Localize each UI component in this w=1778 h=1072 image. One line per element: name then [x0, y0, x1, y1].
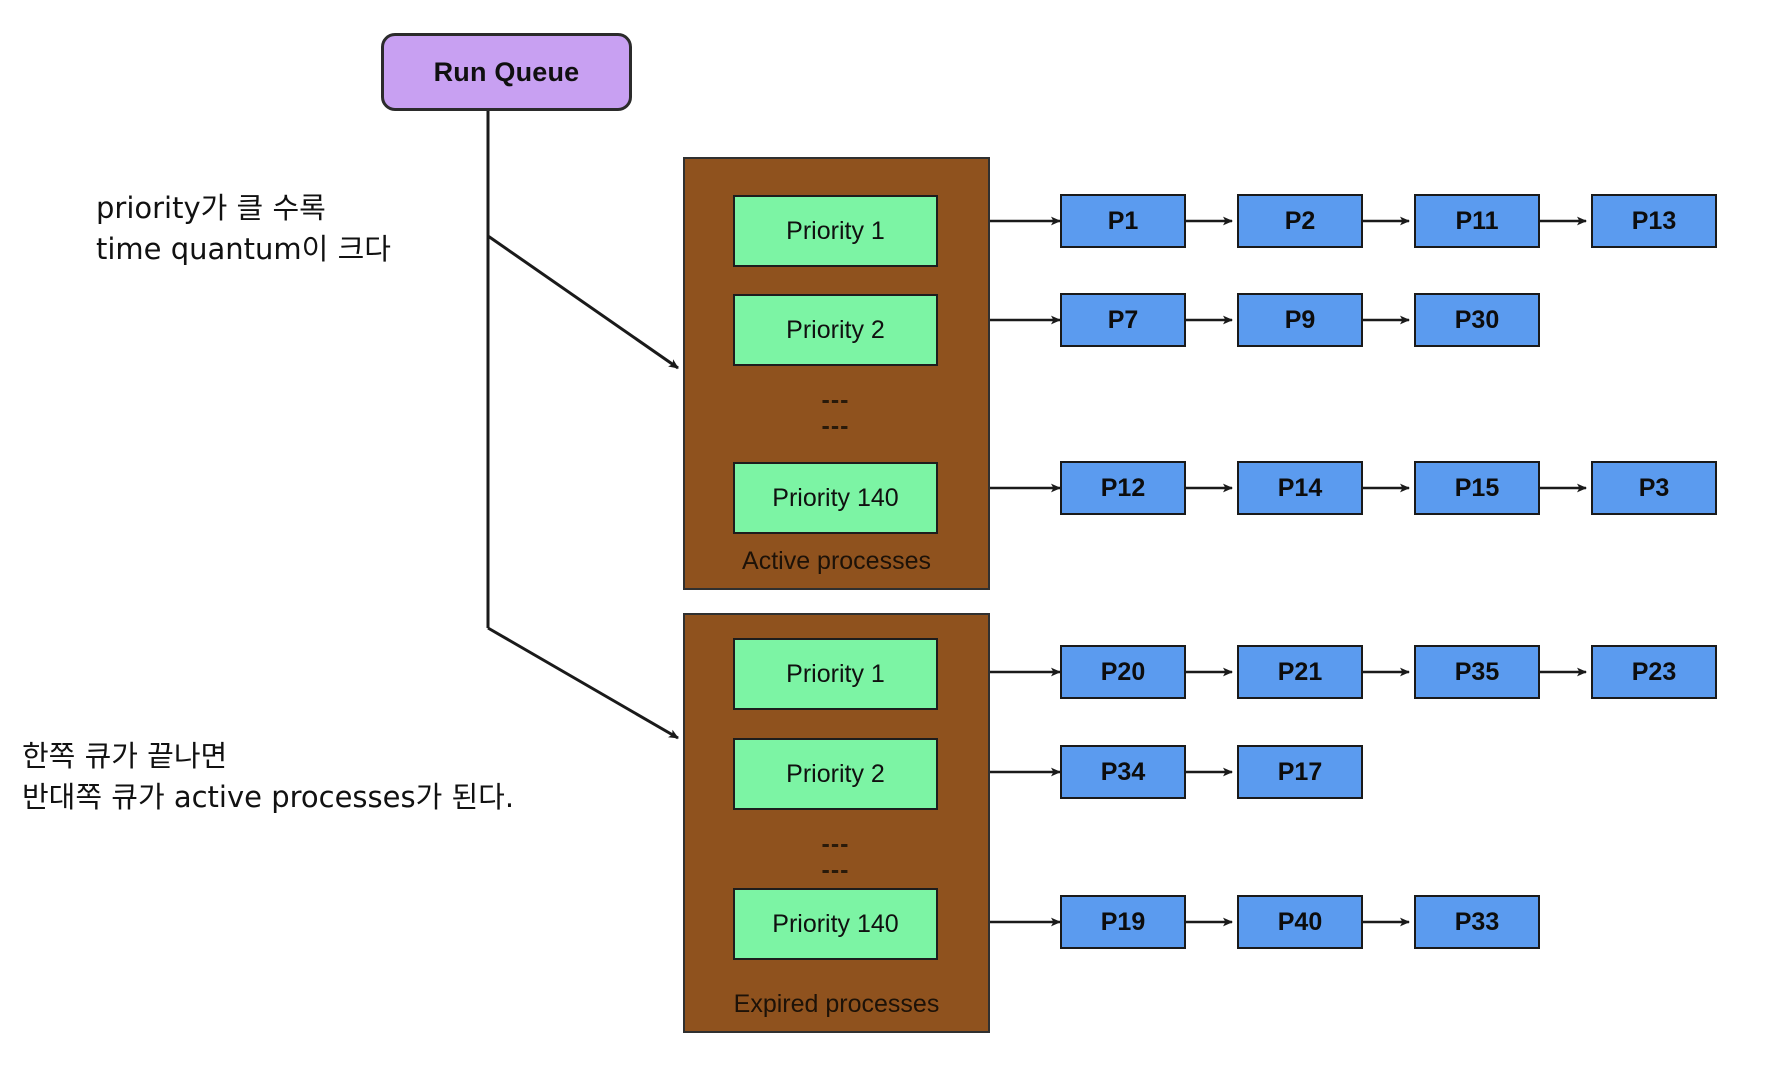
active-processes-caption: Active processes [742, 547, 931, 575]
process-box[interactable]: P2 [1237, 194, 1363, 248]
process-box[interactable]: P40 [1237, 895, 1363, 949]
queue-swap-note: 한쪽 큐가 끝나면 반대쪽 큐가 active processes가 된다. [22, 739, 515, 815]
priority-box-active-140[interactable]: Priority 140 [733, 462, 938, 534]
priority-time-quantum-note: priority가 클 수록 time quantum이 크다 [96, 191, 391, 267]
process-box[interactable]: P34 [1060, 745, 1186, 799]
process-box[interactable]: P11 [1414, 194, 1540, 248]
expired-processes-caption: Expired processes [733, 990, 940, 1018]
priority-ellipsis-expired: ------ [821, 830, 850, 885]
process-box[interactable]: P21 [1237, 645, 1363, 699]
process-box[interactable]: P9 [1237, 293, 1363, 347]
priority-box-active-2[interactable]: Priority 2 [733, 294, 938, 366]
process-box[interactable]: P33 [1414, 895, 1540, 949]
process-box[interactable]: P13 [1591, 194, 1717, 248]
process-box[interactable]: P15 [1414, 461, 1540, 515]
priority-box-expired-140[interactable]: Priority 140 [733, 888, 938, 960]
priority-ellipsis-active: ------ [821, 386, 850, 441]
process-box[interactable]: P19 [1060, 895, 1186, 949]
active-processes-container: Priority 1 Priority 2 ------ Priority 14… [683, 157, 990, 590]
process-box[interactable]: P12 [1060, 461, 1186, 515]
process-box[interactable]: P7 [1060, 293, 1186, 347]
process-box[interactable]: P17 [1237, 745, 1363, 799]
runqueue-to-active-arrow [487, 234, 679, 370]
process-box[interactable]: P3 [1591, 461, 1717, 515]
run-queue-label: Run Queue [433, 56, 580, 87]
process-box[interactable]: P30 [1414, 293, 1540, 347]
run-queue-node[interactable]: Run Queue [381, 33, 632, 111]
process-box[interactable]: P20 [1060, 645, 1186, 699]
process-box[interactable]: P14 [1237, 461, 1363, 515]
process-box[interactable]: P35 [1414, 645, 1540, 699]
expired-processes-container: Priority 1 Priority 2 ------ Priority 14… [683, 613, 990, 1033]
runqueue-to-expired-arrow [487, 626, 679, 740]
priority-box-active-1[interactable]: Priority 1 [733, 195, 938, 267]
priority-box-expired-2[interactable]: Priority 2 [733, 738, 938, 810]
process-box[interactable]: P1 [1060, 194, 1186, 248]
process-box[interactable]: P23 [1591, 645, 1717, 699]
priority-box-expired-1[interactable]: Priority 1 [733, 638, 938, 710]
